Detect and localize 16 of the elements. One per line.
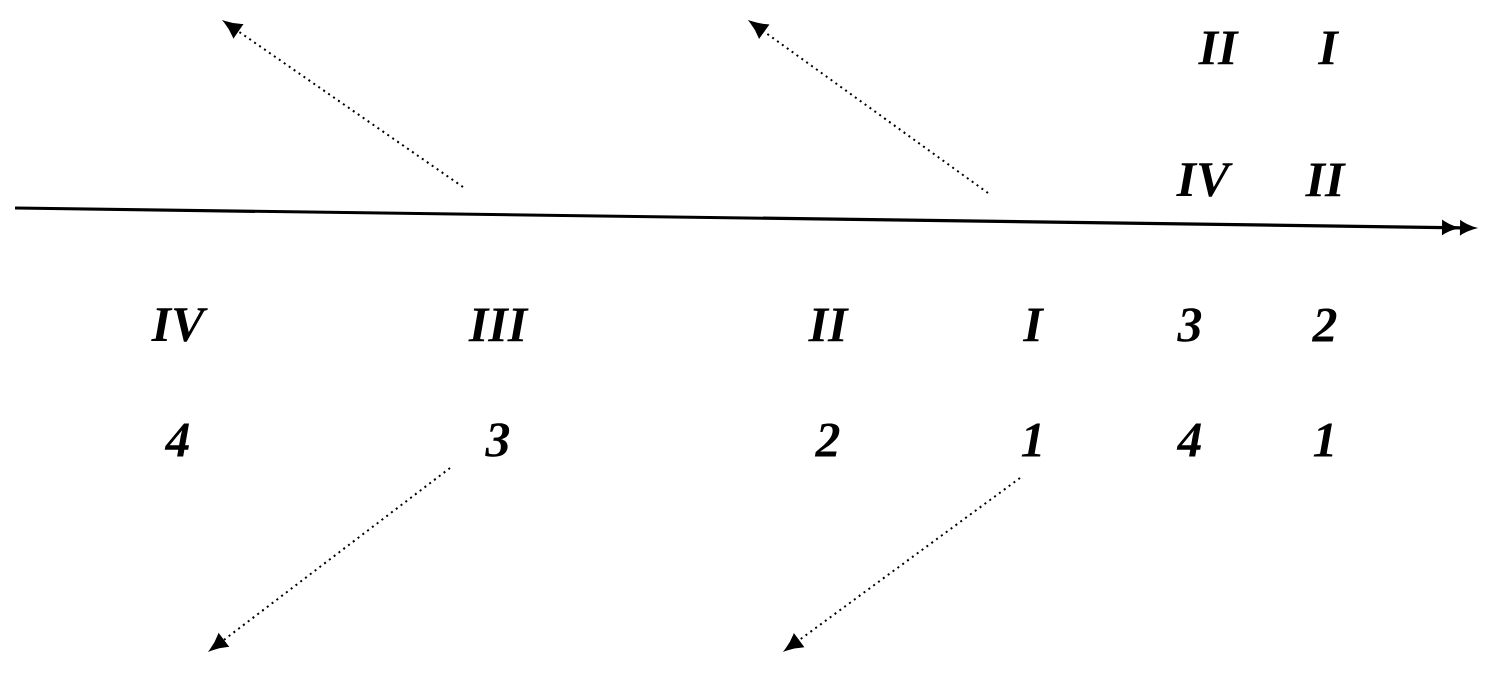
label: II <box>1198 31 1239 65</box>
label: 1 <box>1021 423 1041 457</box>
label: 4 <box>164 423 189 457</box>
label: 1 <box>1313 423 1333 457</box>
label: II <box>1305 163 1346 197</box>
label: I <box>1022 308 1045 342</box>
label: 2 <box>1311 308 1337 342</box>
label: IV <box>151 308 208 342</box>
label: II <box>808 308 849 342</box>
label: IV <box>1176 163 1233 197</box>
label: 3 <box>485 423 510 457</box>
label: 4 <box>1176 423 1201 457</box>
label: I <box>1317 31 1340 65</box>
label: 3 <box>1177 308 1202 342</box>
label: 2 <box>814 423 840 457</box>
label: III <box>468 308 529 342</box>
